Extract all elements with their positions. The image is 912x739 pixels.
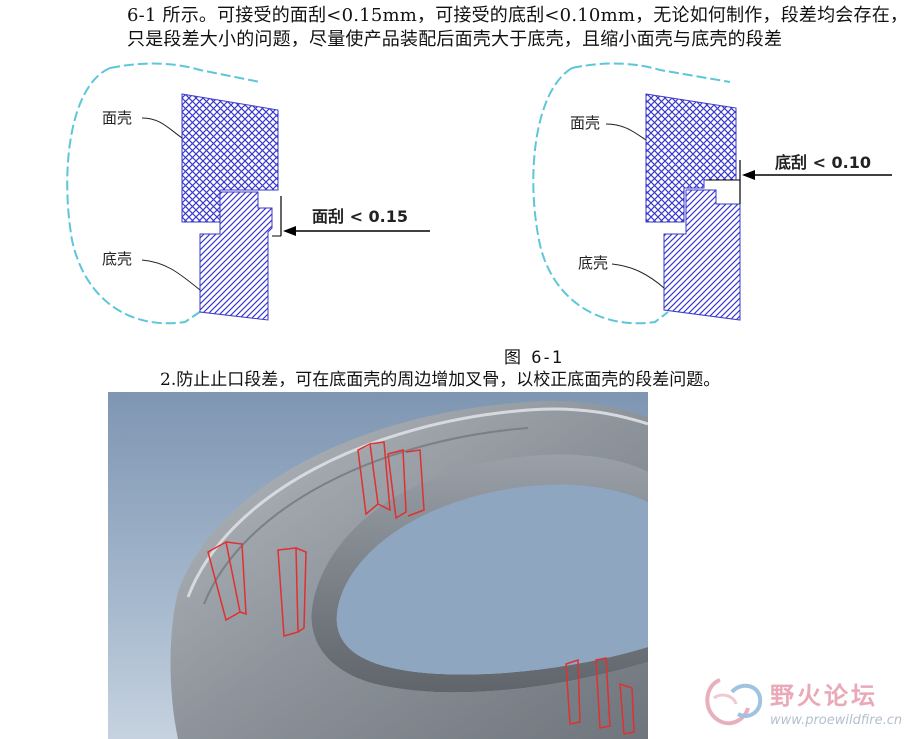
left-dimension-label: 面刮 < 0.15: [312, 207, 408, 226]
3d-model-image: [108, 392, 648, 739]
right-dashed-outline: [532, 62, 731, 325]
left-bottom-shell: [199, 191, 273, 321]
figure-caption: 图 6-1: [504, 348, 562, 368]
left-dashed-outline: [66, 62, 261, 325]
right-face-shell: [645, 93, 737, 223]
watermark-url: www.proewildfire.cn: [770, 713, 903, 728]
paragraph-line-1: 6-1 所示。可接受的面刮<0.15mm，可接受的底刮<0.10mm，无论如何制…: [127, 5, 909, 26]
ribs-group-1: [357, 441, 425, 520]
left-diagram: 面刮 < 0.15 面壳 底壳: [66, 62, 430, 325]
left-top-label: 面壳: [102, 109, 132, 127]
ribs-group-2: [207, 540, 307, 637]
ribs-group-3: [565, 657, 635, 735]
left-face-shell: [181, 93, 279, 223]
left-bottom-label: 底壳: [102, 250, 132, 268]
figure-6-1: 面刮 < 0.15 面壳 底壳 底刮 < 0.10 面壳 底壳: [66, 62, 892, 325]
right-dimension-label: 底刮 < 0.10: [775, 153, 871, 172]
right-top-label: 面壳: [570, 114, 600, 132]
watermark-title: 野火论坛: [770, 682, 878, 710]
watermark-logo-icon: [705, 678, 763, 726]
right-bottom-label: 底壳: [578, 254, 608, 272]
right-bottom-shell: [663, 189, 741, 321]
paragraph-line-2: 只是段差大小的问题，尽量使产品装配后面壳大于底壳，且缩小面壳与底壳的段差: [127, 29, 783, 50]
right-diagram: 底刮 < 0.10 面壳 底壳: [532, 62, 892, 325]
list-item-2: 2.防止止口段差，可在底面壳的周边增加叉骨，以校正底面壳的段差问题。: [160, 370, 721, 390]
